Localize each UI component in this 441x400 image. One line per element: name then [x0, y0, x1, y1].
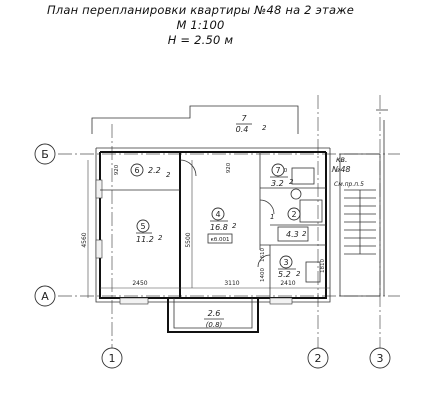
dim-3110: 3110	[224, 280, 239, 287]
room-2-label: 2 4.3 2	[277, 207, 309, 242]
plan-scale: М 1:100	[176, 18, 225, 32]
axis-label-b: Б	[41, 148, 49, 161]
door-arc-corridor	[259, 199, 275, 215]
dim-5500: 5500	[185, 232, 192, 247]
ceiling-height: H = 2.50 м	[167, 33, 234, 47]
sink-fixture	[291, 167, 315, 185]
dim-2450: 2450	[132, 280, 147, 287]
room-3-suffix: 2	[296, 270, 301, 278]
lower-balcony-wall	[167, 298, 259, 333]
axis-label-2: 2	[315, 352, 322, 365]
room-3-label: 3 5.2 2	[278, 255, 301, 279]
dim-2410: 2410	[280, 280, 295, 287]
dim-920-mid: 920	[226, 162, 232, 173]
dim-4560: 4560	[81, 232, 88, 247]
room-5-label: 5 11.2 2	[136, 219, 163, 244]
axis-bubble-3: 3	[369, 347, 391, 369]
room-4-tag: кб.001	[211, 237, 230, 243]
room-5-suffix: 2	[158, 234, 163, 242]
window-bottom-2	[269, 297, 293, 305]
upper-balcony-suffix: 2	[262, 124, 267, 132]
room-7-area: 3.2	[271, 179, 284, 188]
room-2-area: 4.3	[286, 230, 299, 239]
window-bottom-1	[119, 297, 149, 305]
flat-label-line1: кв.	[336, 155, 347, 164]
lower-balcony-label: 2.6 (0.8)	[204, 309, 224, 329]
room-1-label: 1	[270, 213, 274, 221]
axis-bubble-2: 2	[307, 347, 329, 369]
upper-balcony-label: 7 0.4 2	[236, 114, 267, 134]
room-2-suffix: 2	[302, 230, 307, 238]
room-3-number: 3	[283, 258, 288, 267]
room-2-number: 2	[291, 210, 296, 219]
stairwell-box	[339, 153, 381, 297]
axis-label-a: А	[41, 290, 49, 303]
room-5-area: 11.2	[136, 235, 154, 244]
lower-balcony-inner	[173, 298, 253, 329]
room-1-number: 1	[270, 213, 274, 221]
outer-wall-lines	[95, 147, 331, 303]
toilet-fixture	[290, 188, 302, 200]
room-6-number: 6	[134, 166, 139, 175]
axis-bubble-b: Б	[34, 143, 56, 165]
dim-1400: 1400	[260, 268, 266, 282]
room-4-area: 16.8	[210, 223, 228, 232]
room-7-suffix: 2	[289, 178, 294, 186]
room-4-number: 4	[215, 210, 220, 219]
room-7-number: 7	[275, 166, 280, 175]
room-4-label: 4 16.8 2 кб.001	[207, 207, 237, 244]
upper-balcony-area: 0.4	[236, 125, 249, 134]
axis-label-1: 1	[109, 352, 116, 365]
door-arc-room3	[257, 254, 271, 268]
flat-label-line2: №48	[331, 165, 351, 174]
room-7-label: 7 3.2 2	[270, 163, 294, 188]
axis-label-3: 3	[377, 352, 384, 365]
flat-number-label: кв. №48	[331, 155, 351, 174]
lower-balcony-area2: (0.8)	[206, 321, 223, 329]
dim-920-left: 920	[114, 164, 120, 175]
upper-balcony-number: 7	[241, 114, 247, 123]
upper-balcony-outline	[91, 105, 299, 134]
room-6-area: 2.2	[148, 166, 161, 175]
room-6-suffix: 2	[166, 171, 171, 179]
window-left-2	[95, 239, 103, 259]
bath-fixture	[299, 199, 323, 223]
axis-bubble-a: А	[34, 285, 56, 307]
window-left-1	[95, 179, 103, 199]
lower-balcony-area: 2.6	[208, 309, 221, 318]
stair-treads	[344, 189, 376, 255]
stairwell-right-wall	[376, 109, 388, 296]
room-5-number: 5	[140, 222, 145, 231]
room-4-suffix: 2	[232, 222, 237, 230]
door-arc-room4	[179, 159, 197, 177]
stove-fixture	[305, 261, 321, 283]
room-6-label: 6 2.2 2	[130, 163, 171, 179]
axis-bubble-1: 1	[101, 347, 123, 369]
stair-note: См.пр.п.5	[334, 181, 364, 188]
plan-title: План перепланировки квартиры №48 на 2 эт…	[46, 3, 355, 17]
room-3-area: 5.2	[278, 270, 291, 279]
dim-1810: 1810	[320, 259, 326, 273]
dim-1610: 1610	[260, 248, 266, 262]
